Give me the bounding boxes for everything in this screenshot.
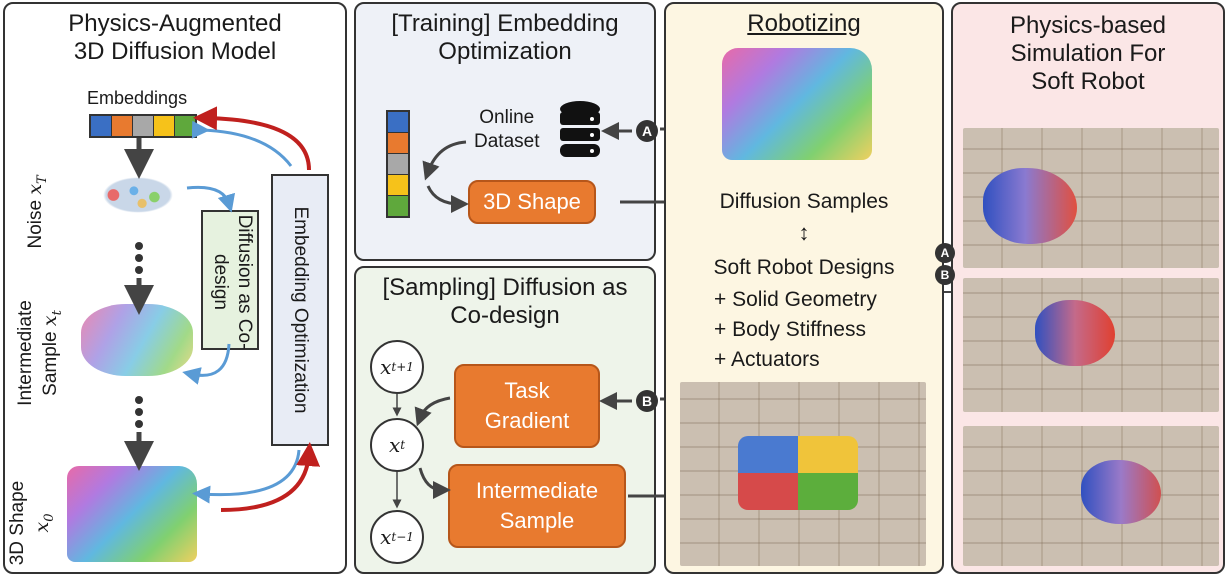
soft-robot-designs-text: Soft Robot Designs: [713, 256, 895, 279]
simulation-frame-1: [963, 128, 1219, 268]
embedding-cell: [154, 116, 175, 136]
training-panel: [Training] Embedding Optimization Online…: [354, 2, 658, 261]
node-bot-var: x: [380, 525, 392, 549]
embedding-cell: [175, 116, 195, 136]
embedding-cell: [91, 116, 112, 136]
embeddings-label: Embeddings: [87, 88, 188, 108]
panel2-arrows: [422, 122, 632, 213]
actuators-text: + Actuators: [714, 348, 820, 371]
panel3-arrows: [392, 392, 632, 509]
panel3-title: [Sampling] Diffusion as Co-design: [356, 274, 654, 330]
final-shape-cloud: [67, 466, 197, 562]
diffusion-samples-text: Diffusion Samples: [719, 190, 889, 213]
node-bot-sub: t−1: [391, 530, 414, 544]
soft-robot-1: [983, 168, 1077, 244]
bidirectional-arrow: ↕: [798, 220, 810, 245]
embedding-cell: [388, 175, 408, 196]
simulation-frame-3: [963, 426, 1219, 566]
node-mid-sub: t: [400, 438, 406, 452]
embedding-vector: [89, 114, 197, 138]
panel2-title: [Training] Embedding Optimization: [356, 10, 654, 66]
database-icon: [560, 101, 600, 157]
badge-a-sim: A: [935, 243, 955, 263]
online-dataset-2: Dataset: [474, 131, 540, 152]
body-stiffness-text: + Body Stiffness: [714, 318, 866, 341]
robot-segments: [738, 436, 858, 510]
diffusion-model-panel: Physics-Augmented 3D Diffusion Model Emb…: [3, 2, 347, 574]
embedding-cell: [388, 154, 408, 175]
intermediate-sample-box: Intermediate Sample: [448, 464, 626, 548]
badge-b: B: [636, 390, 658, 412]
segment-yellow: [798, 436, 858, 473]
diffusion-codesign-box: Diffusion as Co-design: [201, 210, 259, 350]
task-gradient-2: Gradient: [484, 408, 570, 433]
segmented-robot-render: [680, 382, 926, 566]
panel1-title-text: Physics-Augmented 3D Diffusion Model: [68, 10, 282, 65]
embedding-cell: [133, 116, 154, 136]
task-gradient-box: Task Gradient: [454, 364, 600, 448]
soft-robot-2: [1035, 300, 1115, 366]
node-top-var: x: [380, 355, 392, 379]
soft-robot-3: [1081, 460, 1161, 524]
panel5-title-text: Physics-based Simulation For Soft Robot: [1009, 12, 1167, 95]
node-top-sub: t+1: [391, 360, 414, 374]
embedding-cell: [388, 196, 408, 216]
embedding-optimization-box: Embedding Optimization: [271, 174, 329, 446]
badge-b-sim: B: [935, 265, 955, 285]
panel2-title-text: [Training] Embedding Optimization: [391, 10, 619, 65]
panel3-title-text: [Sampling] Diffusion as Co-design: [382, 274, 628, 329]
embedding-cell: [112, 116, 133, 136]
noise-point-cloud: [97, 174, 179, 216]
panel1-arrows: [124, 106, 321, 512]
intermediate-sample-2: Sample: [499, 508, 575, 533]
simulation-panel: Physics-based Simulation For Soft Robot …: [935, 2, 1225, 574]
online-dataset-1: Online: [479, 107, 535, 128]
intermediate-sample-1: Intermediate: [475, 478, 599, 503]
online-dataset-label: Online Dataset: [474, 106, 539, 154]
intermediate-point-cloud: [81, 304, 193, 376]
panel4-title: Robotizing: [747, 10, 861, 37]
segment-red: [738, 473, 798, 510]
task-gradient-1: Task: [504, 378, 550, 403]
3d-shape-box: 3D Shape: [468, 180, 596, 224]
robotizing-panel: Robotizing Diffusion Samples ↕ Soft Robo…: [664, 2, 944, 574]
panel1-title: Physics-Augmented 3D Diffusion Model: [5, 10, 345, 66]
simulation-frame-2: [963, 278, 1219, 412]
segment-blue: [738, 436, 798, 473]
diffusion-sample-render: [722, 48, 872, 160]
node-mid-var: x: [388, 433, 401, 457]
badge-a: A: [636, 120, 658, 142]
panel5-title: Physics-based Simulation For Soft Robot: [953, 12, 1223, 96]
solid-geometry-text: + Solid Geometry: [714, 288, 877, 311]
embedding-cell: [388, 133, 408, 154]
embedding-cell: [388, 112, 408, 133]
training-embedding-vector: [386, 110, 410, 218]
segment-green: [798, 473, 858, 510]
